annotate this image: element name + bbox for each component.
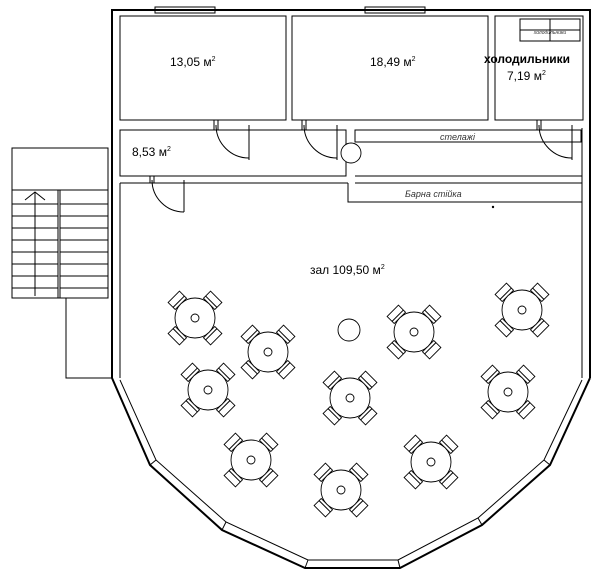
table-set	[403, 434, 459, 490]
table-set	[167, 290, 223, 346]
room-fridges-area: 7,19 м2	[507, 69, 546, 83]
room-2-area: 18,49 м2	[370, 55, 416, 69]
table-set	[494, 282, 550, 338]
top-windows	[154, 6, 426, 14]
chair	[180, 362, 201, 383]
room-1	[119, 15, 287, 121]
room-4-area: 8,53 м2	[132, 145, 171, 159]
tables-group	[167, 282, 550, 518]
staircase	[11, 147, 109, 299]
hall-area: зал 109,50 м2	[310, 263, 385, 277]
room-1-area: 13,05 м2	[170, 55, 216, 69]
table-set	[386, 304, 442, 360]
room-2	[291, 15, 489, 121]
table-set	[223, 432, 279, 488]
room-fridges-name: холодильники	[484, 52, 570, 66]
table-set	[322, 370, 378, 426]
corridor-wall	[65, 298, 112, 379]
doors	[149, 119, 573, 213]
table-set	[240, 324, 296, 380]
bar-counter-label: Барна стійка	[405, 189, 462, 199]
fridge-label: холодильники	[533, 30, 567, 36]
bar-counter	[347, 183, 582, 203]
shelves	[354, 129, 582, 143]
table-set	[180, 362, 236, 418]
column	[340, 142, 362, 164]
hall-column	[337, 318, 361, 342]
outer-walls	[111, 9, 591, 569]
table-set	[480, 364, 536, 420]
chair	[348, 462, 369, 483]
table-set	[313, 462, 369, 518]
shelves-label: стелажі	[440, 132, 476, 142]
chair	[215, 397, 236, 418]
